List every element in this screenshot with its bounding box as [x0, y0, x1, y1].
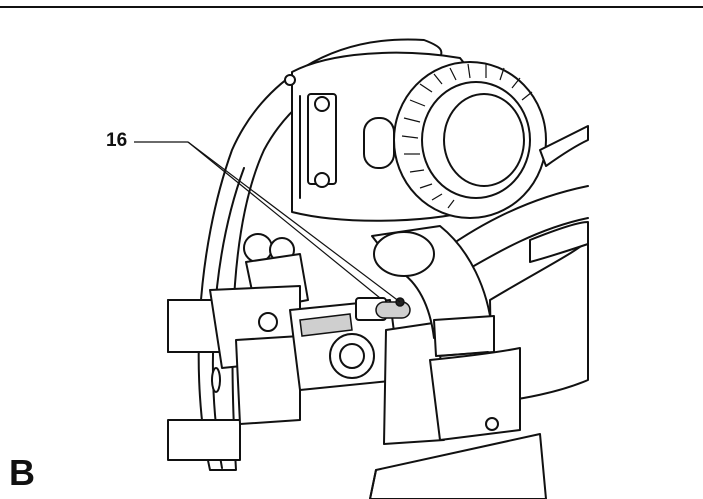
power-cable: [539, 125, 589, 167]
callout-label-16: 16: [106, 130, 128, 151]
motor-fan-cap: [393, 61, 547, 219]
clamp-bracket: [289, 299, 445, 445]
support-base: [369, 347, 547, 499]
callout-leader-16: [134, 141, 401, 303]
hinge-linkage: [209, 233, 309, 425]
top-divider: [0, 6, 703, 8]
locking-pin: [355, 297, 411, 321]
panel-letter: B: [9, 452, 35, 493]
